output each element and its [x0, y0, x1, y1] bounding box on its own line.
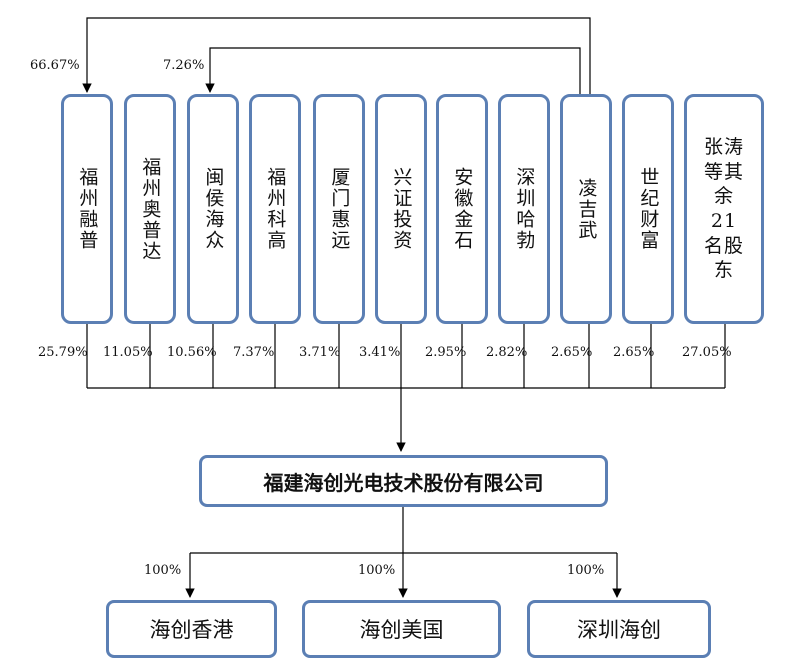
subsidiary-pct: 100%: [567, 563, 605, 578]
subsidiary-name: 深圳海创: [577, 618, 661, 642]
shareholder-pct: 27.05%: [682, 345, 732, 360]
shareholder-name: 福州融普: [76, 167, 99, 251]
shareholder-name: 闽侯海众: [202, 167, 225, 251]
shareholder-drop-lines: [86, 324, 726, 388]
shareholder-pct: 3.71%: [299, 345, 341, 360]
shareholder-box: 厦门惠远: [313, 94, 365, 324]
shareholder-pct: 10.56%: [167, 345, 217, 360]
shareholder-name: 世纪财富: [637, 167, 660, 251]
subsidiary-box: 深圳海创: [527, 600, 711, 658]
shareholder-pct: 11.05%: [103, 345, 153, 360]
shareholder-box: 闽侯海众: [187, 94, 239, 324]
company-box: 福建海创光电技术股份有限公司: [199, 455, 608, 507]
shareholder-name: 福州奥普达: [139, 156, 162, 262]
shareholder-pct: 2.65%: [613, 345, 655, 360]
control-link-pct-1: 66.67%: [30, 58, 80, 73]
shareholder-box: 福州科高: [249, 94, 301, 324]
shareholder-pct: 2.65%: [551, 345, 593, 360]
shareholder-name: 厦门惠远: [328, 167, 351, 251]
subsidiary-name: 海创香港: [149, 618, 234, 642]
shareholder-box: 兴证投资: [375, 94, 427, 324]
shareholder-box: 张涛等其余21名股东: [684, 94, 764, 324]
shareholder-box: 安徽金石: [436, 94, 488, 324]
subsidiary-pct: 100%: [144, 563, 182, 578]
control-link-line-2: [205, 47, 581, 94]
shareholder-pct: 7.37%: [233, 345, 275, 360]
subsidiary-box: 海创美国: [302, 600, 501, 658]
subsidiary-pct: 100%: [358, 563, 396, 578]
control-link-line-1: [82, 17, 591, 94]
shareholder-name: 凌吉武: [575, 177, 598, 241]
shareholder-pct: 2.95%: [425, 345, 467, 360]
shareholder-pct: 3.41%: [359, 345, 401, 360]
shareholder-pct: 2.82%: [486, 345, 528, 360]
shareholder-name: 安徽金石: [451, 167, 474, 251]
shareholder-box: 福州奥普达: [124, 94, 176, 324]
company-name: 福建海创光电技术股份有限公司: [263, 470, 544, 495]
subsidiary-name: 海创美国: [359, 618, 444, 642]
shareholder-box: 凌吉武: [560, 94, 612, 324]
shareholder-name: 福州科高: [264, 167, 287, 251]
shareholder-name: 深圳哈勃: [513, 167, 536, 251]
shareholder-box: 深圳哈勃: [498, 94, 550, 324]
shareholder-name: 兴证投资: [390, 167, 413, 251]
subsidiary-box: 海创香港: [106, 600, 277, 658]
shareholder-pct: 25.79%: [38, 345, 88, 360]
control-link-pct-2: 7.26%: [163, 58, 205, 73]
shareholder-box: 福州融普: [61, 94, 113, 324]
shareholder-box: 世纪财富: [622, 94, 674, 324]
shareholder-name: 张涛等其余21名股东: [703, 135, 744, 282]
